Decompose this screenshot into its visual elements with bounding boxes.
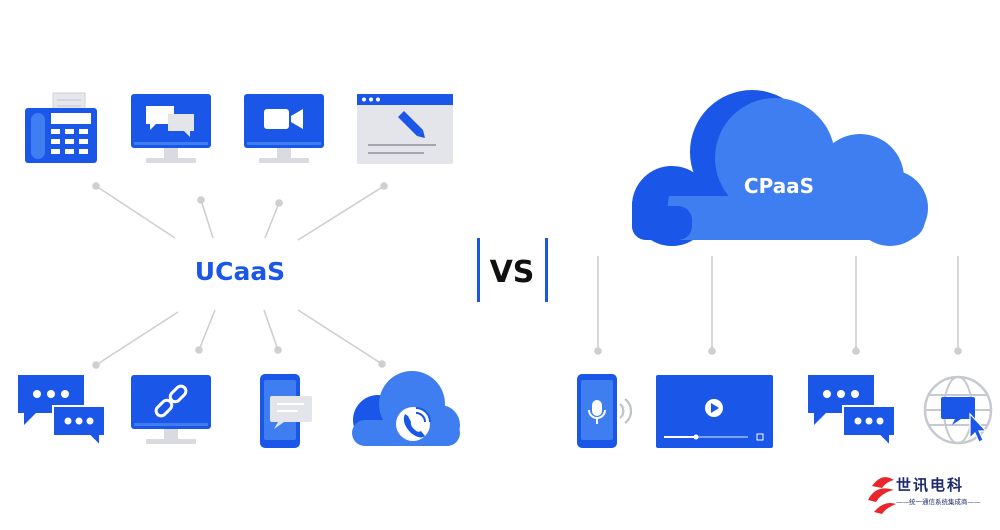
brand-name: 世讯电科: [896, 476, 965, 494]
video-player-icon: [656, 375, 773, 448]
connector-line: [297, 309, 386, 368]
vs-label: VS: [490, 255, 535, 290]
connector-line: [92, 311, 179, 369]
cpaas-connectors: [594, 256, 962, 355]
vs-separator: VS: [477, 238, 548, 302]
chat-bubbles-icon: [808, 375, 896, 449]
connector-line: [92, 182, 176, 239]
browser-edit-icon: [357, 94, 453, 164]
connector-line: [708, 256, 716, 355]
ucaas-label: UCaaS: [195, 257, 285, 286]
connector-line: [954, 256, 962, 355]
chat-bubbles-icon: [18, 375, 106, 449]
cpaas-cloud: [632, 90, 928, 246]
monitor-chat-icon: [131, 94, 211, 163]
brand-logo-icon: [868, 477, 896, 514]
connector-line: [197, 196, 214, 239]
connector-line: [195, 309, 216, 354]
cloud-phone-icon: [352, 371, 460, 446]
vs-left-bar: [477, 238, 480, 302]
cpaas-label: CPaaS: [744, 174, 814, 198]
connector-line: [263, 309, 282, 354]
phone-voice-icon: [577, 374, 633, 448]
monitor-video-icon: [244, 94, 324, 163]
phone-message-icon: [260, 374, 312, 448]
fax-machine-icon: [25, 92, 97, 163]
vs-right-bar: [545, 238, 548, 302]
connector-line: [264, 199, 283, 239]
ucaas-connectors: [92, 182, 388, 369]
brand-tagline: ——统一通信系统集成商——: [896, 498, 981, 506]
connector-line: [852, 256, 860, 355]
brand-watermark: 世讯电科 ——统一通信系统集成商——: [862, 468, 992, 518]
monitor-link-icon: [131, 375, 211, 444]
connector-line: [594, 256, 602, 355]
connector-line: [297, 182, 388, 241]
globe-click-icon: [923, 375, 993, 445]
